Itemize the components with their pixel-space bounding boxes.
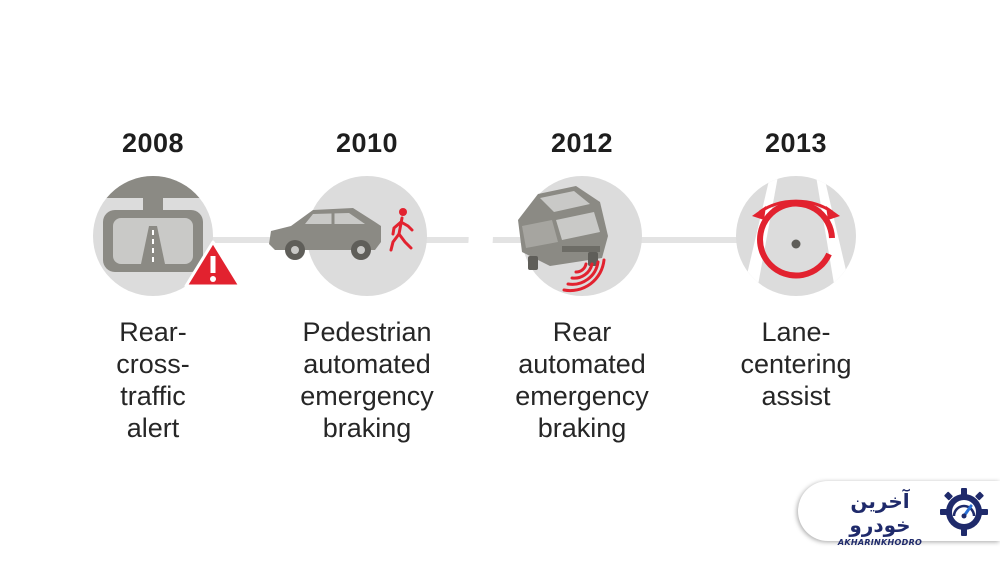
milestone-label: Rear automated emergency braking [515,317,649,443]
rearview-mirror-warning-icon [43,176,263,306]
milestone-year: 2012 [550,128,614,158]
milestone-year: 2008 [121,128,185,158]
milestone-label: Rear- cross- traffic alert [116,317,190,443]
milestone-year: 2010 [335,128,399,158]
brand-logo-text: آخرین خودرو AKHARINKHODRO [837,489,923,547]
milestone-label: Pedestrian automated emergency braking [300,317,434,443]
car-rear-sensor-icon [472,176,692,306]
steering-wheel-arrows-icon [686,176,906,306]
gear-speedometer-icon [938,485,990,542]
milestone-label: Lane- centering assist [740,317,852,411]
brand-logo: آخرین خودرو AKHARINKHODRO [798,481,1000,547]
car-pedestrian-icon [257,176,493,306]
milestone-year: 2013 [764,128,828,158]
